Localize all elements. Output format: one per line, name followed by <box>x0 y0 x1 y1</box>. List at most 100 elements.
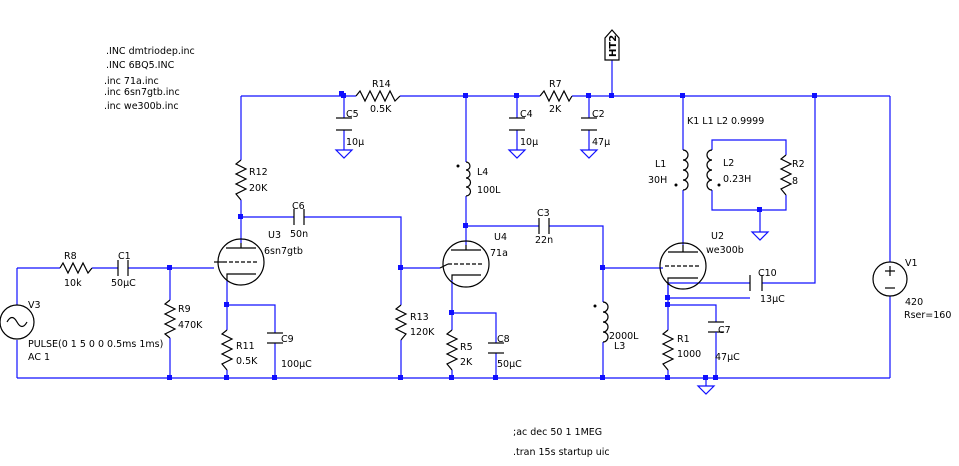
label-l4-value: 100L <box>477 185 501 196</box>
label-l2-name: L2 <box>723 158 734 169</box>
label-u3-name: U3 <box>268 230 281 241</box>
label-c8-value: 50µC <box>497 359 522 370</box>
label-u2-name: U2 <box>711 231 724 242</box>
source-v3[interactable] <box>0 304 35 340</box>
inductor-l1[interactable] <box>674 149 689 191</box>
label-c7-name: C7 <box>718 325 731 336</box>
label-c5-name: C5 <box>346 109 359 120</box>
net-label-ht2: HT2 <box>608 35 619 57</box>
label-r14-name: R14 <box>372 79 391 90</box>
wires <box>16 60 891 386</box>
resistor-r14[interactable] <box>355 89 401 103</box>
directive-ac[interactable]: ;ac dec 50 1 1MEG <box>513 427 602 438</box>
tube-u4[interactable] <box>439 240 490 288</box>
resistor-r7[interactable] <box>539 89 573 103</box>
label-r9-value: 470K <box>178 320 203 331</box>
label-r5-value: 2K <box>460 357 473 368</box>
label-v1-name: V1 <box>905 258 918 269</box>
label-r8-name: R8 <box>64 251 77 262</box>
ground-c2 <box>579 149 599 159</box>
label-u4-name: U4 <box>494 232 507 243</box>
label-r1-value: 1000 <box>677 349 701 360</box>
label-c4-name: C4 <box>520 109 533 120</box>
label-r11-name: R11 <box>236 341 255 352</box>
tube-u3[interactable] <box>214 238 265 286</box>
label-c9-name: C9 <box>281 334 294 345</box>
directive-inc4[interactable]: .inc 6sn7gtb.inc <box>104 87 180 98</box>
label-c10-name: C10 <box>758 268 777 279</box>
label-r9-name: R9 <box>178 304 191 315</box>
label-r7-name: R7 <box>549 79 562 90</box>
capacitor-c7[interactable] <box>708 321 724 342</box>
ground-l2 <box>750 231 770 241</box>
label-r14-value: 0.5K <box>370 104 392 115</box>
label-c6-name: C6 <box>292 201 305 212</box>
label-r13-value: 120K <box>410 327 435 338</box>
resistor-r13[interactable] <box>394 304 408 341</box>
label-c6-value: 50n <box>290 229 308 240</box>
label-l1-name: L1 <box>655 159 666 170</box>
directive-inc5[interactable]: .inc we300b.inc <box>104 101 179 112</box>
label-r13-name: R13 <box>410 312 429 323</box>
label-r8-value: 10k <box>64 278 82 289</box>
ground-main <box>696 385 716 395</box>
capacitor-c9[interactable] <box>267 332 283 344</box>
inductor-l3[interactable] <box>593 301 609 343</box>
inductor-l2[interactable] <box>706 149 721 191</box>
directive-inc1[interactable]: .INC dmtriodep.inc <box>106 46 195 57</box>
capacitor-c2[interactable] <box>581 117 597 131</box>
label-l3-value: 2000L <box>609 331 639 342</box>
label-r2-name: R2 <box>792 159 805 170</box>
capacitor-c6[interactable] <box>293 209 305 225</box>
inductor-l4[interactable] <box>456 161 472 197</box>
label-u2-value: we300b <box>706 245 744 256</box>
directive-inc2[interactable]: .INC 6BQ5.INC <box>106 60 175 71</box>
label-c10-value: 13µC <box>760 294 785 305</box>
resistor-r9[interactable] <box>163 299 177 339</box>
label-c7-value: 47µC <box>715 352 740 363</box>
label-r12-value: 20K <box>249 183 268 194</box>
label-r7-value: 2K <box>549 104 562 115</box>
capacitor-c1[interactable] <box>117 260 129 276</box>
label-r11-value: 0.5K <box>236 356 258 367</box>
capacitor-c4[interactable] <box>509 117 525 131</box>
label-r2-value: 8 <box>792 176 798 187</box>
capacitor-c5[interactable] <box>336 117 352 131</box>
label-c4-value: 10µ <box>520 137 538 148</box>
capacitor-c10[interactable] <box>749 275 763 291</box>
label-u4-value: 71a <box>490 248 508 259</box>
label-l2-value: 0.23H <box>723 174 751 185</box>
resistor-r12[interactable] <box>234 159 248 201</box>
net-flag-ht2[interactable]: HT2 <box>604 29 620 61</box>
capacitor-c3[interactable] <box>538 218 550 234</box>
capacitor-c8[interactable] <box>488 342 504 354</box>
resistor-r1[interactable] <box>661 329 675 371</box>
label-v1-value: 420 <box>905 297 923 308</box>
label-u3-value: 6sn7gtb <box>264 246 303 257</box>
label-r5-name: R5 <box>460 342 473 353</box>
label-r1-name: R1 <box>677 334 690 345</box>
directive-tran[interactable]: .tran 15s startup uic <box>513 447 610 458</box>
ground-c5 <box>334 149 354 159</box>
resistor-r2[interactable] <box>779 154 793 196</box>
label-c1-name: C1 <box>118 251 131 262</box>
label-c2-name: C2 <box>592 109 605 120</box>
label-c5-value: 10µ <box>346 137 364 148</box>
label-c3-value: 22n <box>535 235 553 246</box>
label-c2-value: 47µ <box>592 137 610 148</box>
directive-coupling[interactable]: K1 L1 L2 0.9999 <box>687 116 764 127</box>
label-l1-value: 30H <box>648 175 667 186</box>
directive-inc3[interactable]: .inc 71a.inc <box>104 76 159 87</box>
tube-u2[interactable] <box>659 242 707 290</box>
label-c1-value: 50µC <box>111 278 136 289</box>
resistor-r5[interactable] <box>445 329 459 371</box>
source-v1[interactable] <box>872 261 908 297</box>
label-v3-name: V3 <box>28 300 41 311</box>
label-v3-value2: AC 1 <box>28 352 50 363</box>
label-c8-name: C8 <box>497 334 510 345</box>
resistor-r8[interactable] <box>59 261 93 275</box>
label-v3-value: PULSE(0 1 5 0 0 0.5ms 1ms) <box>28 339 163 350</box>
junctions <box>167 91 817 380</box>
resistor-r11[interactable] <box>220 329 234 371</box>
